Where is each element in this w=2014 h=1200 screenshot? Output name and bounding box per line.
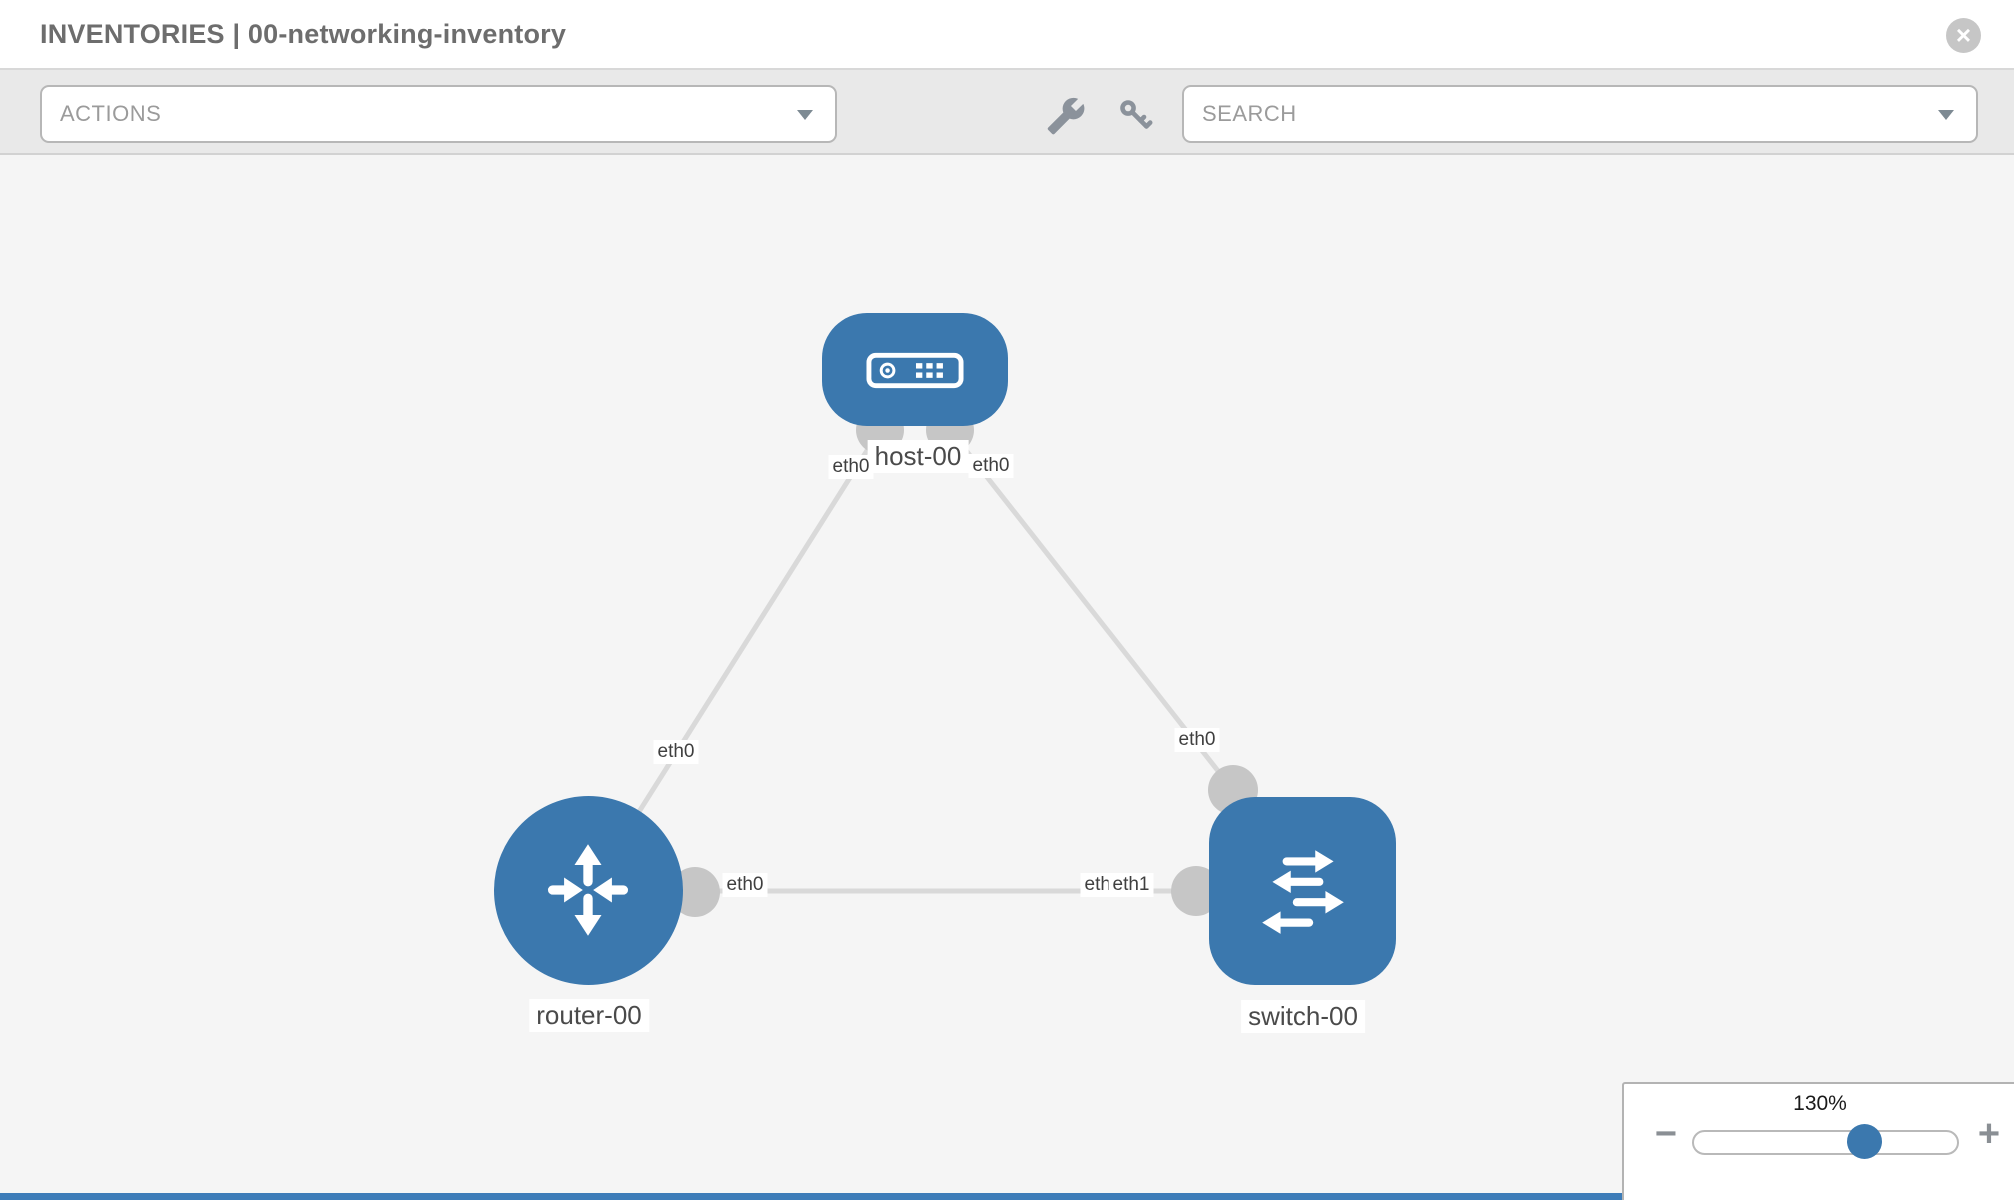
node-label-host: host-00 — [867, 440, 969, 473]
title-inventory-name: 00-networking-inventory — [247, 19, 567, 49]
zoom-slider-thumb[interactable] — [1847, 1124, 1882, 1159]
chevron-down-icon — [1938, 110, 1954, 120]
interface-label: eth1 — [1108, 873, 1154, 897]
node-host-00[interactable] — [822, 313, 1008, 426]
key-button[interactable] — [1116, 96, 1156, 136]
interface-label: eth0 — [653, 740, 699, 764]
node-router-00[interactable] — [494, 796, 683, 985]
chevron-down-icon — [797, 110, 813, 120]
router-icon — [547, 844, 629, 936]
zoom-level-value: 130% — [1793, 1092, 1847, 1115]
interface-label: eth0 — [722, 873, 768, 897]
search-placeholder: SEARCH — [1202, 101, 1297, 126]
interface-label: eth0 — [968, 454, 1014, 478]
header: INVENTORIES | 00-networking-inventory × — [0, 0, 2014, 70]
switch-icon — [1262, 850, 1344, 934]
zoom-out-button[interactable]: − — [1654, 1113, 1678, 1155]
clipped-bottom-bar — [0, 1193, 1631, 1200]
actions-dropdown[interactable]: ACTIONS — [40, 85, 837, 143]
zoom-slider[interactable] — [1692, 1130, 1959, 1155]
zoom-control-panel: 130% − + — [1622, 1082, 2014, 1200]
topology-canvas[interactable]: host-00 router-00 switch-00 eth0 eth0 et… — [0, 157, 2014, 1200]
interface-label: eth0 — [1174, 728, 1220, 752]
node-label-router: router-00 — [529, 999, 649, 1032]
node-switch-00[interactable] — [1209, 797, 1396, 985]
interface-dot — [1171, 866, 1221, 916]
search-dropdown[interactable]: SEARCH — [1182, 85, 1978, 143]
topology-links-layer — [586, 406, 1258, 917]
close-icon: × — [1955, 20, 1972, 50]
key-icon — [1120, 100, 1153, 129]
actions-dropdown-label: ACTIONS — [60, 101, 162, 126]
title-section: INVENTORIES — [40, 19, 225, 49]
node-label-switch: switch-00 — [1241, 1000, 1365, 1033]
title-separator: | — [232, 19, 241, 49]
interface-dot — [670, 867, 720, 917]
page-title: INVENTORIES | 00-networking-inventory — [40, 0, 566, 68]
close-button[interactable]: × — [1946, 18, 1981, 53]
interface-label: eth0 — [828, 455, 874, 479]
zoom-in-button[interactable]: + — [1977, 1113, 2001, 1155]
wrench-button[interactable] — [1046, 96, 1086, 136]
host-icon — [866, 352, 964, 389]
toolbar: ACTIONS SEARCH — [0, 70, 2014, 155]
wrench-icon — [1047, 97, 1085, 135]
